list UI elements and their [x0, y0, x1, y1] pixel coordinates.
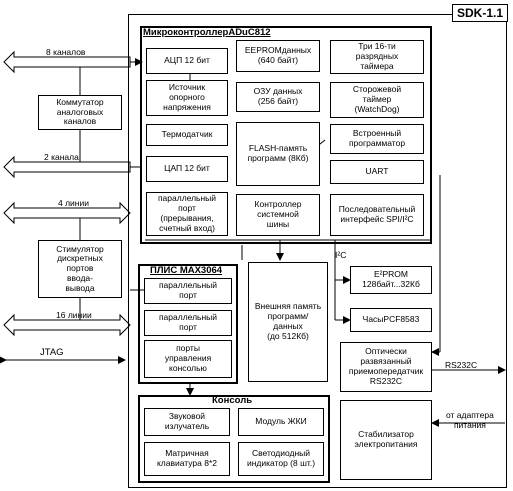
- mux-block: Коммутатор аналоговых каналов: [38, 95, 122, 130]
- ext-eeprom-block: E²PROM 128байт...32Кб: [350, 266, 432, 294]
- vref-block: Источник опорного напряжения: [146, 80, 228, 116]
- label-rs232c: RS232C: [445, 360, 478, 370]
- pld-title: ПЛИС MAX3064: [150, 265, 223, 276]
- i2c-label: I²C: [335, 250, 347, 260]
- label-2-channels: 2 канала: [44, 152, 79, 162]
- label-8-channels: 8 каналов: [46, 47, 86, 57]
- label-16-lines: 16 линии: [56, 310, 92, 320]
- bus-controller-block: Контроллер системной шины: [236, 194, 320, 236]
- bus-4-lines: [3, 201, 131, 225]
- thermo-block: Термодатчик: [146, 124, 228, 146]
- bus-16-lines: [3, 313, 131, 337]
- rs232-transceiver-block: Оптически развязанный приемопередатчик R…: [340, 342, 432, 392]
- console-title: Консоль: [212, 395, 253, 406]
- pld-port1: параллельный порт: [144, 278, 232, 304]
- label-jtag: JTAG: [40, 347, 64, 358]
- console-frame: [138, 395, 330, 483]
- label-power-adapter: от адаптера питания: [446, 410, 494, 430]
- timers-block: Три 16-ти разрядных таймера: [330, 40, 424, 74]
- programmer-block: Встроенный программатор: [330, 124, 424, 154]
- stabilizer-block: Стабилизатор электропитания: [340, 400, 432, 480]
- board-title: SDK-1.1: [452, 4, 509, 22]
- serial-interface-block: Последовательный интерфейс SPI/I²C: [330, 194, 424, 236]
- uart-block: UART: [330, 160, 424, 184]
- pld-frame: [138, 264, 238, 384]
- mcu-port-block: параллельный порт (прерывания, счетный в…: [146, 192, 228, 236]
- board-frame: [128, 14, 507, 488]
- pld-port2: параллельный порт: [144, 310, 232, 336]
- pld-console-ports: порты управления консолью: [144, 340, 232, 378]
- adc-block: АЦП 12 бит: [146, 48, 228, 74]
- eeprom-block: EEPROMданных (640 байт): [236, 40, 320, 72]
- keyboard-block: Матричная клавиатура 8*2: [144, 442, 230, 476]
- ram-block: ОЗУ данных (256 байт): [236, 82, 320, 112]
- led-indicator-block: Светодиодный индикатор (8 шт.): [238, 442, 324, 476]
- watchdog-block: Сторожевой таймер (WatchDog): [330, 82, 424, 118]
- buzzer-block: Звуковой излучатель: [144, 408, 230, 436]
- ext-memory-block: Внешняя память программ/ данных (до 512К…: [248, 262, 328, 382]
- dac-block: ЦАП 12 бит: [146, 156, 228, 182]
- label-4-lines: 4 линии: [58, 198, 89, 208]
- mcu-title: МикроконтроллерADuC812: [143, 27, 271, 38]
- lcd-block: Модуль ЖКИ: [238, 408, 324, 436]
- mcu-frame: [140, 26, 432, 244]
- stimulator-block: Стимулятор дискретных портов ввода- выво…: [38, 240, 122, 298]
- rtc-block: ЧасыPCF8583: [350, 308, 432, 332]
- flash-block: FLASH-память программ (8Кб): [236, 122, 320, 186]
